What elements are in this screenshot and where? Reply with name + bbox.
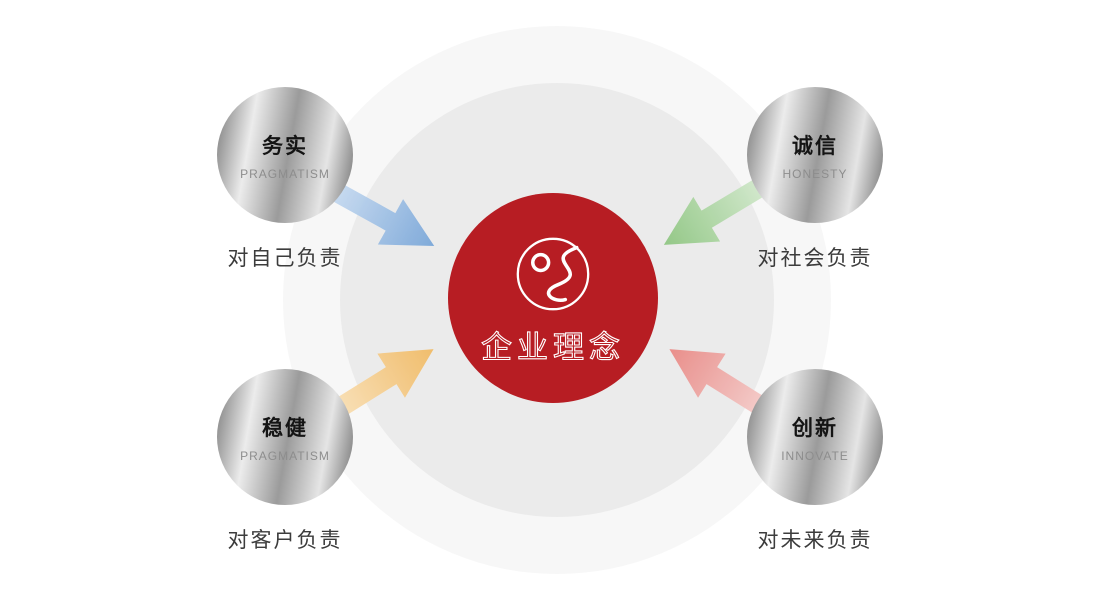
concept-node-innovation: 创新 INNOVATE	[747, 369, 883, 505]
caption-responsible-to-future: 对未来负责	[757, 529, 873, 552]
concept-node-honesty: 诚信 HONESTY	[747, 87, 883, 223]
concept-node-pragmatism: 务实 PRAGMATISM	[217, 87, 353, 223]
caption-responsible-to-customers: 对客户负责	[227, 529, 343, 552]
concept-en-label: INNOVATE	[781, 448, 849, 463]
concept-zh-label: 创新	[792, 416, 838, 440]
concept-en-label: HONESTY	[782, 166, 848, 181]
concept-zh-label: 务实	[262, 134, 308, 158]
concept-en-label: PRAGMATISM	[240, 166, 330, 181]
arrow-pragmatism-to-center	[319, 176, 435, 247]
brand-logo-icon	[516, 237, 590, 311]
center-title: 企业理念	[480, 329, 625, 365]
concept-zh-label: 稳健	[262, 416, 308, 440]
caption-responsible-to-society: 对社会负责	[757, 247, 873, 270]
caption-responsible-to-self: 对自己负责	[227, 247, 343, 270]
concept-node-steadiness: 稳健 PRAGMATISM	[217, 369, 353, 505]
concept-zh-label: 诚信	[792, 134, 838, 158]
center-circle: 企业理念	[448, 193, 658, 403]
concept-en-label: PRAGMATISM	[240, 448, 330, 463]
center-title-text: 企业理念	[481, 330, 625, 365]
arrow-honesty-to-center	[663, 171, 778, 245]
arrow-steadiness-to-center	[321, 349, 434, 425]
